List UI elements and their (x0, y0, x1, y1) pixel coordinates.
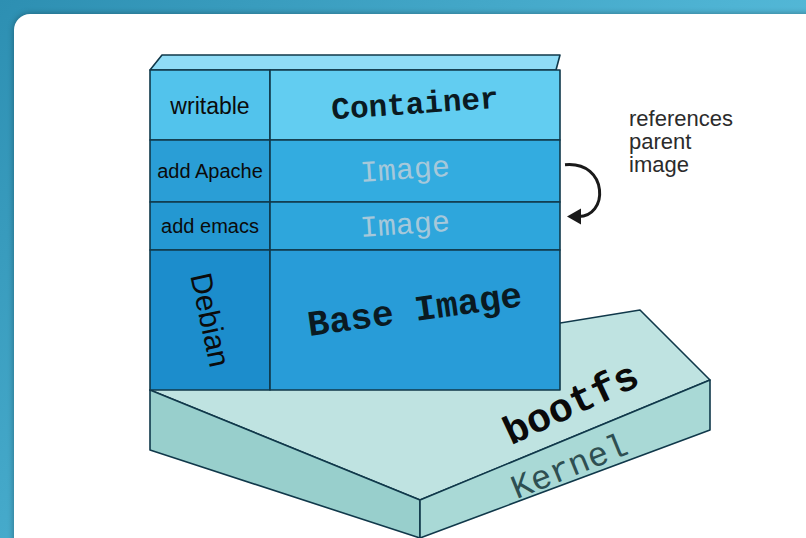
arrow-head (567, 208, 581, 224)
layer-band: DebianBase Image (150, 250, 560, 390)
layer-band: writableContainer (150, 55, 560, 140)
arrow-line (565, 165, 600, 217)
layer-label: add Apache (157, 161, 263, 181)
layer-band: add Apache Image (150, 140, 560, 202)
layer-label: writable (170, 95, 249, 118)
layer-label: add emacs (161, 216, 259, 236)
layer-title: Image (359, 153, 451, 189)
layer-band: add emacs Image (150, 202, 560, 250)
reference-arrow (565, 165, 600, 225)
edge-label: references parent image (629, 107, 744, 176)
layer-title: Image (359, 208, 451, 244)
